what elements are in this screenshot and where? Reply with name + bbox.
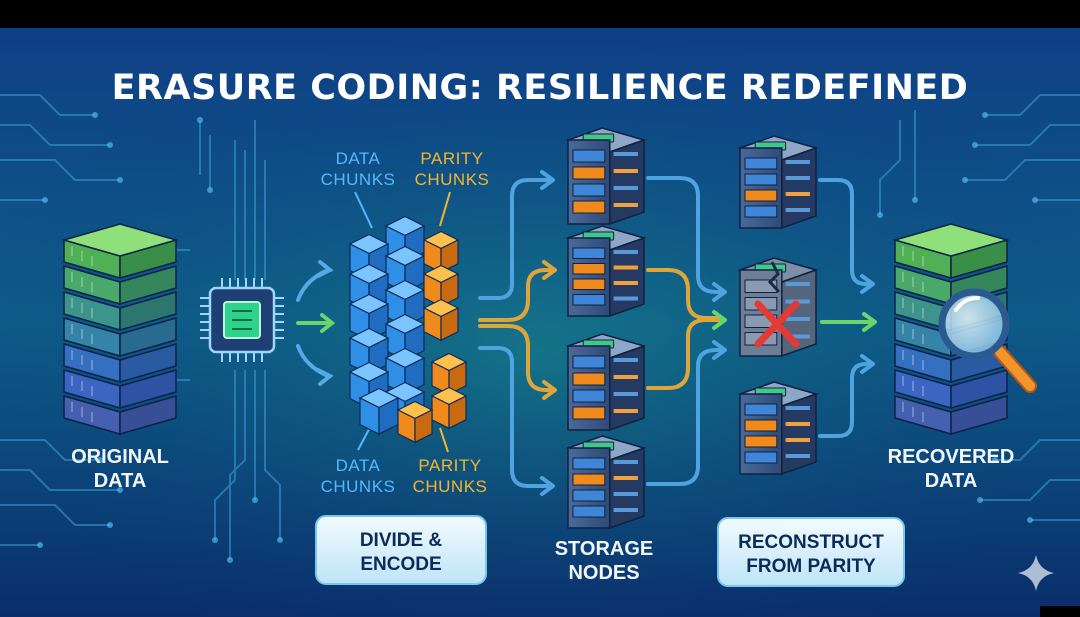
recovery-arrows (646, 176, 727, 486)
failed-node-x-icon (754, 300, 800, 348)
crack-mark (767, 261, 781, 294)
storage-nodes-label-1: STORAGE (555, 538, 654, 560)
reconstruct-from-parity-button[interactable]: RECONSTRUCT FROM PARITY (717, 517, 905, 587)
divide-encode-label-1: DIVIDE & (360, 530, 443, 551)
page-title: ERASURE CODING: RESILIENCE REDEFINED (112, 68, 969, 108)
storage-node-1 (565, 127, 647, 226)
surviving-node-top (737, 135, 819, 230)
divide-encode-button[interactable]: DIVIDE & ENCODE (315, 515, 487, 585)
magnifier-icon (938, 288, 1037, 393)
original-data-label-2: DATA (94, 470, 147, 492)
circuit-nodes-left (37, 112, 283, 563)
data-chunks-label-top-1: DATA (336, 149, 381, 168)
storage-node-4 (565, 435, 647, 530)
original-data-label-1: ORIGINAL (71, 446, 169, 468)
parity-chunks-label-bottom-2: CHUNKS (413, 477, 488, 496)
rebuild-arrows (818, 178, 877, 438)
reconstruct-label-2: FROM PARITY (746, 556, 876, 577)
data-chunks-label-top-2: CHUNKS (321, 170, 396, 189)
data-chunks-label-bottom-2: CHUNKS (321, 477, 396, 496)
divide-encode-label-2: ENCODE (360, 554, 441, 575)
recovered-data-label-2: DATA (925, 470, 978, 492)
distribution-arrows (478, 170, 557, 496)
storage-node-3 (565, 333, 647, 432)
parity-chunks-label-bottom-1: PARITY (418, 456, 481, 475)
storage-node-2 (565, 225, 647, 318)
data-chunk-cubes (348, 215, 426, 436)
surviving-node-bottom (737, 381, 819, 476)
storage-nodes-label-2: NODES (568, 562, 639, 584)
circuit-nodes-right (877, 112, 1038, 523)
original-data-stack (61, 223, 179, 435)
reconstruct-label-1: RECONSTRUCT (738, 532, 884, 553)
data-chunks-label-bottom-1: DATA (336, 456, 381, 475)
chunk-label-pointers (354, 191, 451, 453)
circuit-traces-right (879, 94, 1080, 521)
parity-chunks-label-top-1: PARITY (420, 149, 483, 168)
chip-icon (200, 278, 284, 362)
parity-chunks-label-top-2: CHUNKS (415, 170, 490, 189)
parity-chunk-cubes (396, 230, 468, 444)
recovered-data-label-1: RECOVERED (888, 446, 1015, 468)
sparkle-icon (1018, 555, 1054, 591)
encode-arrows (296, 260, 336, 386)
